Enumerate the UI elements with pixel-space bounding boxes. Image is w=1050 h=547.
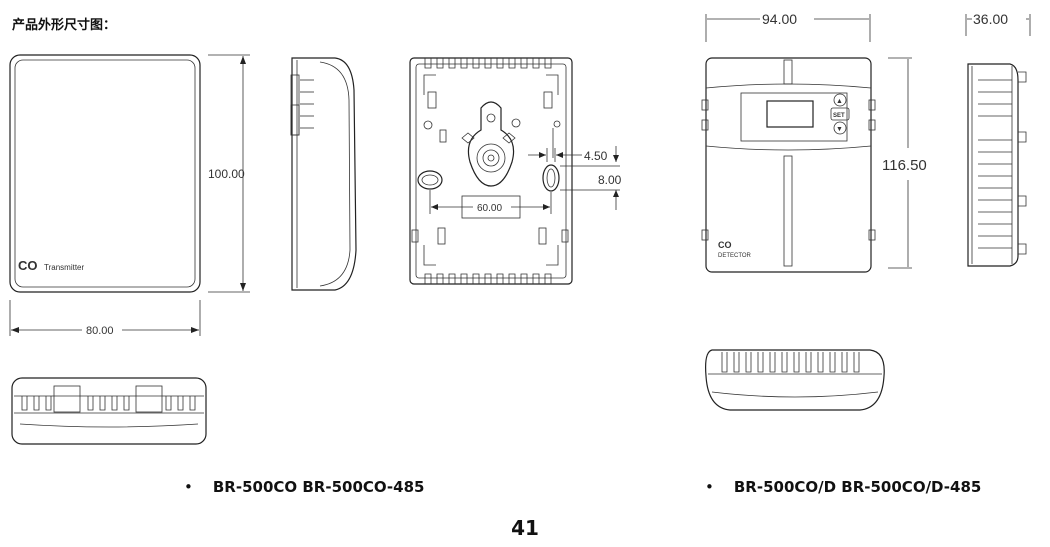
right-model-caption: • BR-500CO/D BR-500CO/D-485 <box>705 478 981 496</box>
left-device-text: Transmitter <box>44 263 84 272</box>
right-side-view <box>967 63 1027 267</box>
set-button-label: SET <box>833 113 845 119</box>
bullet-icon: • <box>705 478 714 496</box>
page-number: 41 <box>511 516 539 540</box>
right-bottom-view <box>705 349 885 411</box>
up-arrow-icon: ▲ <box>836 98 843 105</box>
left-dim-height: 100.00 <box>208 167 245 181</box>
set-button[interactable] <box>830 107 850 121</box>
right-model-name: BR-500CO/D BR-500CO/D-485 <box>733 478 982 496</box>
right-device-text: DETECTOR <box>718 253 752 259</box>
left-hole-width-dimension: 4.50 <box>528 146 619 163</box>
left-hole-height-dimension: 8.00 <box>560 165 622 210</box>
right-height-dimension: 116.50 <box>882 57 927 269</box>
down-arrow-icon: ▼ <box>836 126 843 133</box>
left-bottom-view <box>11 377 207 445</box>
left-front-view: CO Transmitter <box>9 54 201 293</box>
right-front-view: CO DETECTOR <box>701 57 876 273</box>
left-width-dimension: 80.00 <box>9 300 201 337</box>
right-button-group: ▲ SET ▼ <box>830 93 850 135</box>
left-dim-hole-height: 8.00 <box>598 173 622 187</box>
left-dim-hole-width: 4.50 <box>584 149 608 163</box>
right-dim-width: 94.00 <box>762 11 797 27</box>
left-height-dimension: 100.00 <box>208 54 250 293</box>
right-dim-height: 116.50 <box>882 157 927 174</box>
left-dim-width: 80.00 <box>86 325 114 337</box>
left-dim-mount-width: 60.00 <box>477 203 502 214</box>
down-button[interactable] <box>833 121 847 135</box>
page-title: 产品外形尺寸图： <box>12 18 117 33</box>
right-depth-dimension: 36.00 <box>965 11 1031 36</box>
up-button[interactable] <box>833 93 847 107</box>
left-model-caption: • BR-500CO BR-500CO-485 <box>184 478 424 496</box>
left-side-view <box>290 57 357 291</box>
right-device-logo: CO <box>718 240 732 250</box>
left-back-view <box>409 57 573 285</box>
right-width-dimension: 94.00 <box>705 11 871 42</box>
bullet-icon: • <box>184 478 193 496</box>
right-dim-depth: 36.00 <box>973 11 1008 27</box>
left-device-logo: CO <box>18 258 38 273</box>
left-mount-dimension: 60.00 <box>429 190 552 214</box>
left-model-name: BR-500CO BR-500CO-485 <box>212 478 425 496</box>
